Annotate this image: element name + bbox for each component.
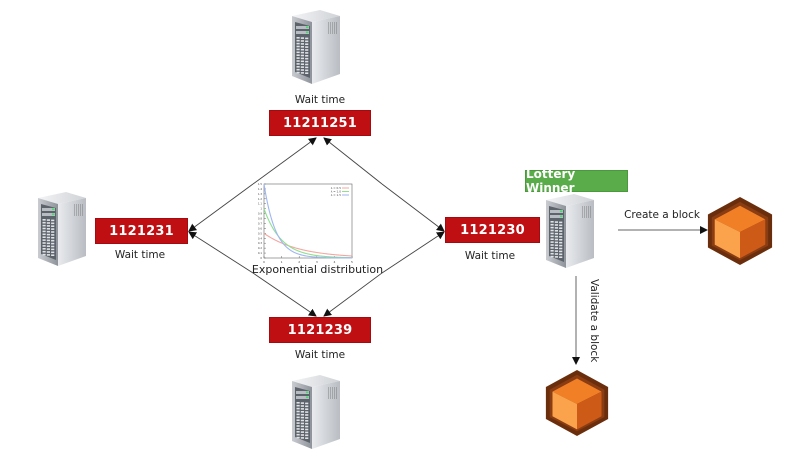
arrow-left-bottom: [188, 231, 254, 274]
lottery-winner-badge: Lottery Winner: [525, 167, 628, 195]
arrow-bottom-right: [323, 272, 383, 317]
arrow-bottom-left: [252, 272, 317, 317]
server-icon-bottom[interactable]: [282, 371, 346, 453]
arrow-right-top: [381, 183, 445, 232]
wait-time-label-top: Wait time: [294, 94, 346, 106]
validate-block-label: Validate a block: [588, 279, 600, 363]
block-cube-icon-validated: [544, 367, 610, 439]
chart-caption: Exponential distribution: [251, 263, 384, 276]
arrow-right-bottom: [381, 231, 445, 274]
arrow-top-right: [323, 137, 383, 185]
create-block-label: Create a block: [624, 209, 700, 221]
wait-time-label-right: Wait time: [464, 250, 516, 262]
arrow-left-top: [188, 183, 254, 232]
server-icon-top[interactable]: [282, 6, 346, 88]
server-icon-winner[interactable]: [536, 190, 600, 272]
wait-time-badge-left: 1121231: [95, 218, 188, 244]
arrow-top-left: [252, 137, 317, 185]
wait-time-badge-top: 11211251: [269, 110, 371, 136]
wait-time-badge-bottom: 1121239: [269, 317, 371, 343]
wait-time-label-left: Wait time: [114, 249, 166, 261]
server-icon-left[interactable]: [28, 188, 92, 270]
block-cube-icon-created: [705, 196, 775, 266]
wait-time-label-bottom: Wait time: [294, 349, 346, 361]
wait-time-badge-right: 1121230: [445, 217, 540, 243]
